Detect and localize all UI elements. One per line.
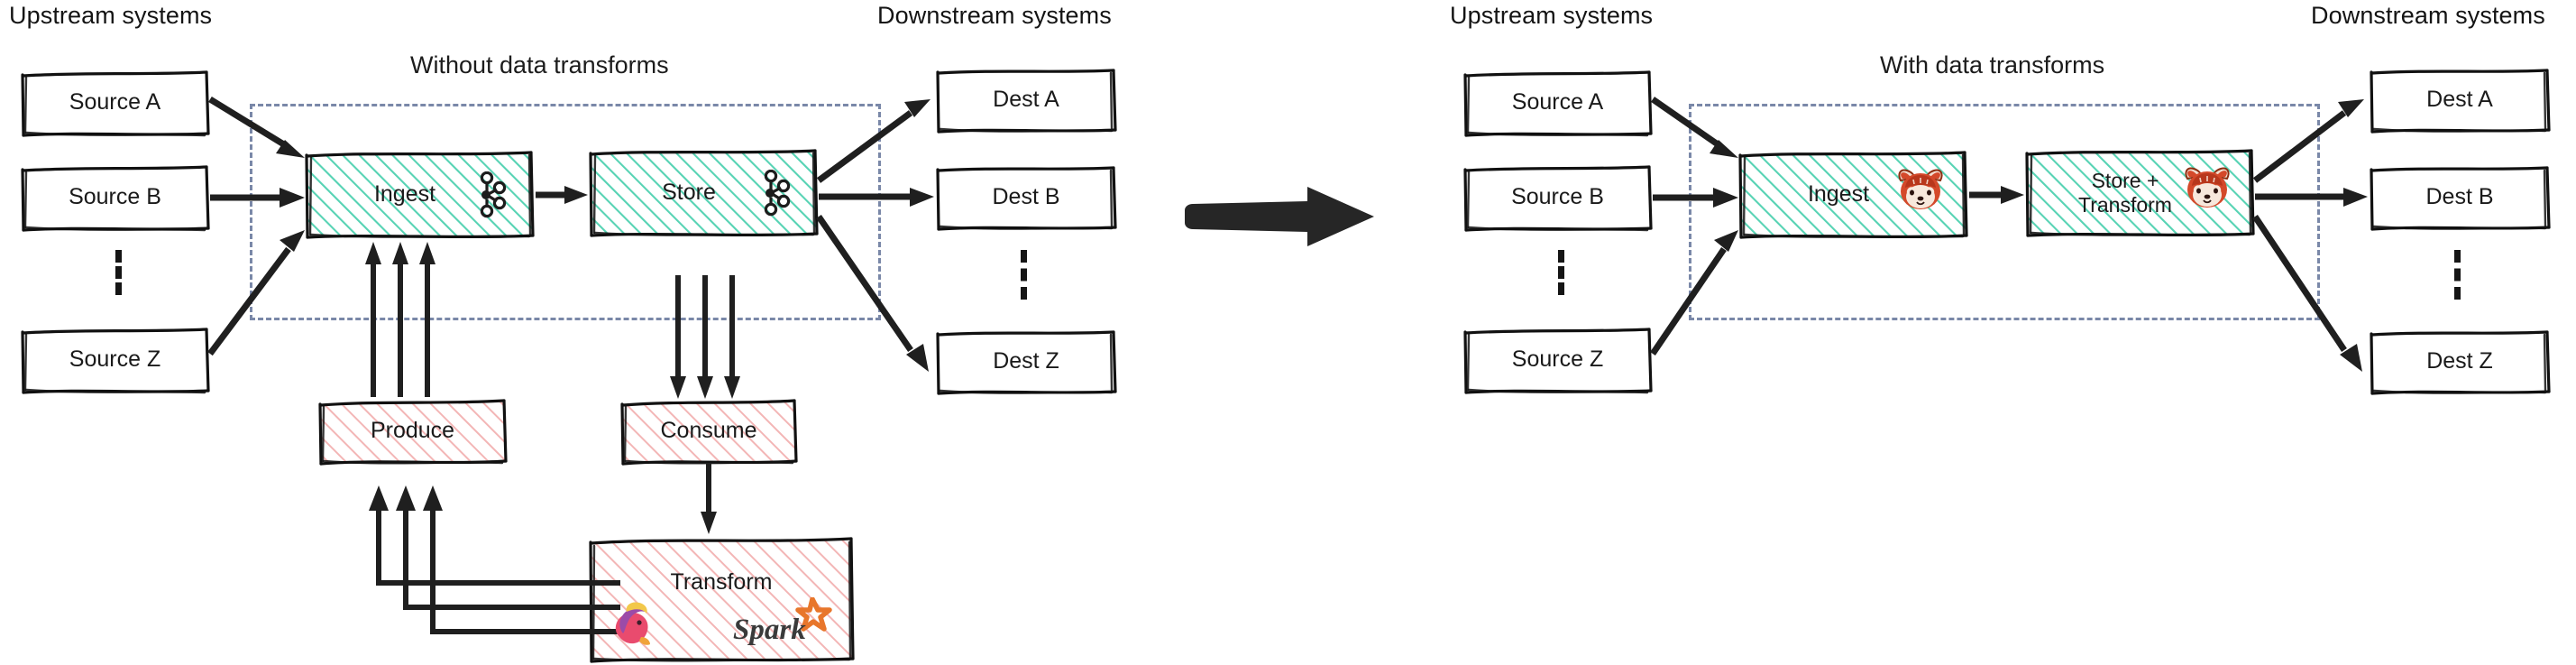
right-downstream-label: Downstream systems (2311, 2, 2545, 29)
left-dest-z-box[interactable]: Dest Z (936, 330, 1117, 395)
right-platform-boundary (1689, 104, 2320, 320)
transform-label: Transform (670, 569, 773, 596)
right-ingest-box[interactable]: Ingest (1738, 151, 1968, 239)
right-source-z-label: Source Z (1511, 346, 1604, 373)
left-sources-ellipsis (115, 250, 122, 295)
left-panel-title: Without data transforms (410, 51, 669, 79)
redpanda-icon (1895, 166, 1946, 213)
right-source-a-label: Source A (1511, 89, 1604, 115)
left-store-label: Store (662, 180, 716, 206)
left-ingest-box[interactable]: Ingest (305, 151, 535, 239)
kafka-icon (751, 169, 793, 217)
kafka-icon (467, 171, 509, 218)
left-downstream-label: Downstream systems (877, 2, 1112, 29)
right-destinations-ellipsis (2454, 250, 2461, 300)
transform-box[interactable]: Transform Spark (589, 537, 855, 663)
right-dest-z-box[interactable]: Dest Z (2370, 330, 2551, 395)
left-dest-b-box[interactable]: Dest B (936, 166, 1117, 231)
arrow-consume-to-transform (701, 463, 717, 534)
right-source-b-box[interactable]: Source B (1463, 165, 1653, 232)
right-source-z-box[interactable]: Source Z (1463, 328, 1653, 394)
left-destinations-ellipsis (1021, 250, 1027, 300)
left-store-box[interactable]: Store (589, 149, 819, 237)
left-platform-boundary (250, 104, 881, 320)
left-dest-b-label: Dest B (992, 184, 1060, 210)
consume-box[interactable]: Consume (620, 399, 798, 466)
right-ingest-label: Ingest (1807, 181, 1870, 208)
left-dest-a-label: Dest A (993, 87, 1059, 113)
left-ingest-label: Ingest (373, 181, 436, 208)
left-upstream-label: Upstream systems (9, 2, 213, 29)
redpanda-icon (2182, 164, 2232, 211)
flink-squirrel-icon (607, 597, 666, 653)
left-source-b-box[interactable]: Source B (21, 165, 210, 232)
right-upstream-label: Upstream systems (1450, 2, 1654, 29)
right-store-transform-label: Store + Transform (2078, 168, 2172, 217)
right-arrow-icon (1181, 185, 1380, 248)
right-dest-b-label: Dest B (2425, 184, 2494, 210)
left-source-a-label: Source A (69, 89, 161, 115)
right-dest-z-label: Dest Z (2426, 348, 2493, 374)
right-sources-ellipsis (1558, 250, 1564, 295)
left-source-z-box[interactable]: Source Z (21, 328, 210, 394)
left-dest-z-label: Dest Z (993, 348, 1059, 374)
consume-label: Consume (660, 418, 757, 444)
right-store-transform-box[interactable]: Store + Transform (2025, 149, 2255, 237)
left-source-b-label: Source B (69, 184, 161, 210)
left-source-a-box[interactable]: Source A (21, 70, 210, 137)
arrows-transform-to-produce (369, 485, 620, 634)
right-source-b-label: Source B (1511, 184, 1604, 210)
right-source-a-box[interactable]: Source A (1463, 70, 1653, 137)
right-dest-a-label: Dest A (2426, 87, 2493, 113)
left-source-z-label: Source Z (69, 346, 161, 373)
right-dest-b-box[interactable]: Dest B (2370, 166, 2551, 231)
produce-box[interactable]: Produce (318, 399, 508, 466)
spark-icon: Spark (733, 596, 839, 650)
right-panel-title: With data transforms (1880, 51, 2105, 79)
produce-label: Produce (370, 418, 455, 444)
right-dest-a-box[interactable]: Dest A (2370, 69, 2551, 134)
left-dest-a-box[interactable]: Dest A (936, 69, 1117, 134)
spark-wordmark: Spark (733, 614, 806, 646)
